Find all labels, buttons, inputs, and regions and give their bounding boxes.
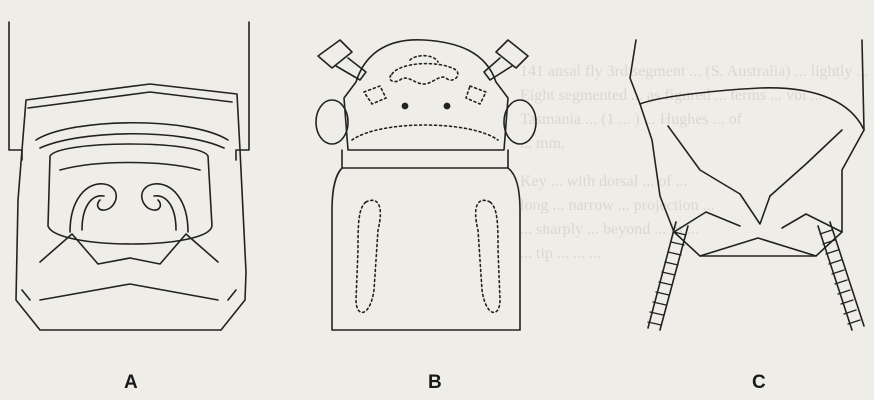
panel-c-right-cercus <box>818 222 864 330</box>
panel-b-neck <box>342 150 508 168</box>
panel-a-collar <box>36 123 228 140</box>
panel-c-left-strut <box>630 40 640 104</box>
panel-c-suture-mid <box>740 194 770 224</box>
panel-a-base-line <box>22 290 30 300</box>
panel-c-tip <box>700 238 816 256</box>
panel-a-bridge <box>60 163 200 171</box>
panel-c-right-strut <box>862 40 864 130</box>
panel-a-label: A <box>124 372 138 394</box>
panel-b-dotted-ornament <box>352 56 498 140</box>
panel-b-right-pit <box>444 103 449 108</box>
panel-c-left-cercus <box>648 222 688 330</box>
panel-c-lower-left <box>674 212 740 232</box>
panel-a-lower-right <box>130 234 218 264</box>
panel-c-suture-left <box>668 126 740 194</box>
panel-a-right-strut <box>236 22 249 160</box>
panel-b-left-antenna <box>318 40 352 68</box>
panel-b-left-pit <box>402 103 407 108</box>
panel-a-base-line-r <box>228 290 236 300</box>
panel-b-left-eye <box>316 100 348 144</box>
panel-b-right-antenna <box>496 40 528 68</box>
panel-b-thorax-markings <box>356 200 500 312</box>
panel-b-right-eye <box>504 100 536 144</box>
panel-a-left-hook-inner <box>82 196 104 230</box>
panel-a-drawing <box>9 22 249 330</box>
panel-b-drawing <box>316 40 536 330</box>
panel-a-collar-inner <box>40 134 224 148</box>
panel-c-suture-right <box>770 130 842 196</box>
panel-c-drawing <box>630 40 864 330</box>
panel-a-right-hook <box>142 184 188 232</box>
panel-a-right-hook-inner <box>154 196 176 230</box>
panel-a-lower-left <box>40 234 130 264</box>
panel-b-thorax <box>332 168 520 330</box>
panel-a-lower-band <box>40 284 218 300</box>
panel-c-label: C <box>752 372 766 394</box>
panel-a-upper-band <box>28 92 232 108</box>
panel-a-left-hook <box>70 184 116 232</box>
panel-a-left-strut <box>9 22 22 160</box>
panel-b-label: B <box>428 372 442 394</box>
